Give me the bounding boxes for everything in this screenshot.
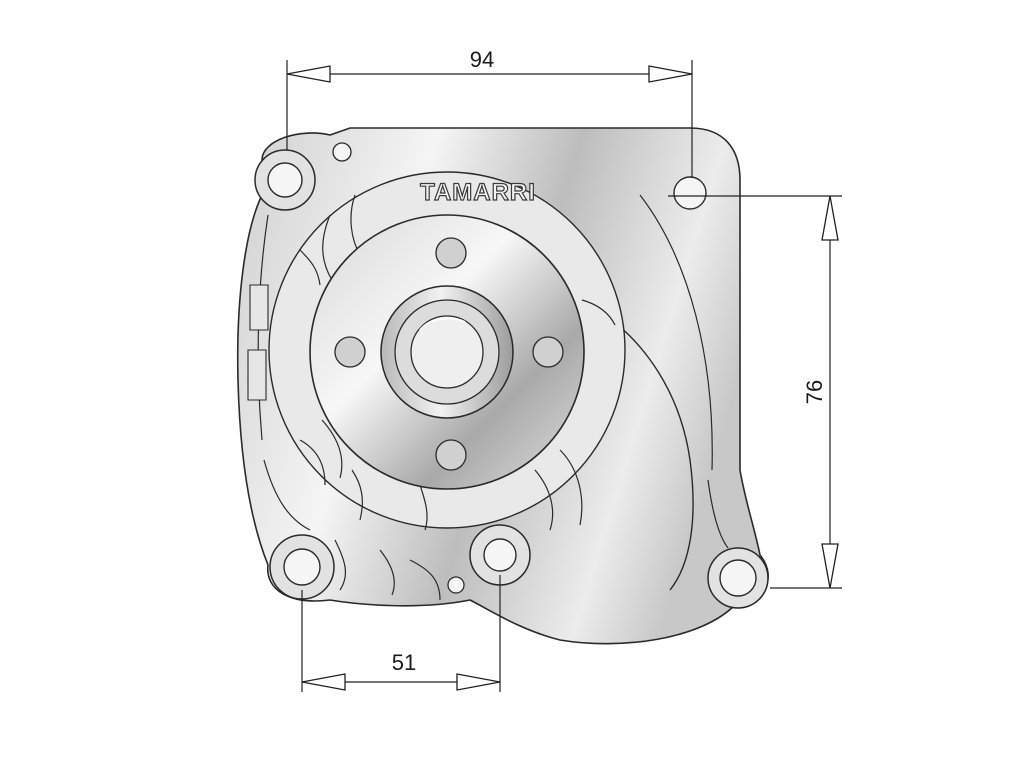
mount-hole [267,162,303,198]
mount-hole [332,142,352,162]
flange-bolt-hole-bottom [435,439,467,471]
mount-bottom-middle [469,524,531,586]
dimension-label-bottom: 51 [392,650,416,675]
impeller-blade [351,469,363,521]
hub-bore [410,315,484,389]
arrowhead [821,195,839,241]
arrowhead [648,65,693,83]
impeller-blade [419,484,428,531]
arrowhead [456,673,501,691]
dimension-label-right: 76 [802,380,827,404]
flange-bolt-hole-top [435,237,467,269]
dimension-bottom [301,575,501,692]
mount-bottom-right [707,547,769,609]
left-rib [263,459,311,531]
volute-inner-curve [639,194,713,471]
arrowhead [821,543,839,589]
impeller-blade [299,439,326,486]
mount-hole [673,176,707,210]
hub-highlight [419,317,466,331]
mount-top-small [332,142,352,162]
right-web [707,479,729,549]
impeller-blade [581,299,616,326]
mount-top-left [254,149,316,211]
impeller-blade [322,214,333,281]
impeller-blade [534,469,554,531]
dimension-top [286,60,693,178]
mount-hole [283,548,321,586]
dimension-right [668,195,842,589]
impeller-blade [299,249,321,286]
impeller-blades [299,194,616,531]
mount-hole [483,538,517,572]
volute-curve [579,299,694,591]
impeller-blade [559,449,583,526]
mount-bottom-left [269,534,335,600]
brand-logo: TAMARRI [420,179,536,206]
mount-top-right [673,176,707,210]
bottom-web [334,539,347,591]
bottom-web [379,549,395,596]
mount-bottom-small [447,576,465,594]
impeller-blade [321,419,343,479]
arrowhead [301,673,346,691]
arrowhead [286,65,331,83]
left-rib [249,284,269,331]
mount-hole [719,559,757,597]
mount-hole [447,576,465,594]
bottom-web [409,559,441,601]
flange-bolt-hole-right [532,336,564,368]
flange-bolt-hole-left [334,336,366,368]
dimension-label-top: 94 [470,47,494,72]
left-rib [247,349,267,401]
